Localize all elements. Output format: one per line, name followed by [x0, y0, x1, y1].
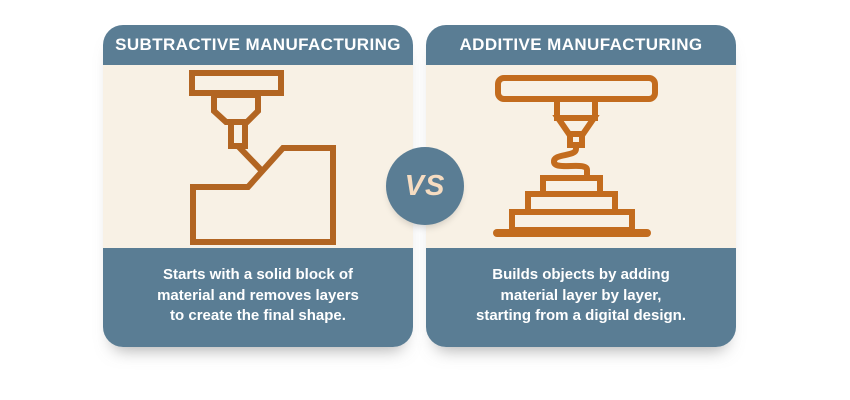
- subtractive-header: SUBTRACTIVE MANUFACTURING: [103, 25, 413, 65]
- vs-label: VS: [404, 169, 446, 202]
- additive-description-line: material layer by layer,: [500, 286, 662, 304]
- subtractive-description-line: material and removes layers: [157, 286, 359, 304]
- subtractive-description: Starts with a solid block of material an…: [103, 248, 413, 347]
- card-subtractive-manufacturing: SUBTRACTIVE MANUFACTURING Starts with a …: [103, 25, 413, 347]
- subtractive-body: [103, 65, 413, 248]
- additive-description-line: Builds objects by adding: [492, 266, 670, 283]
- subtractive-description-line: Starts with a solid block of: [162, 266, 354, 283]
- additive-header: ADDITIVE MANUFACTURING: [426, 25, 736, 65]
- 3d-printer-icon: [493, 75, 658, 237]
- additive-body: [426, 65, 736, 248]
- additive-description: Builds objects by adding material layer …: [426, 248, 736, 347]
- additive-title: ADDITIVE MANUFACTURING: [459, 35, 703, 54]
- card-additive-manufacturing: ADDITIVE MANUFACTURING: [426, 25, 736, 347]
- vs-badge: VS: [386, 147, 464, 225]
- additive-description-line: starting from a digital design.: [475, 307, 687, 324]
- subtractive-description-line: to create the final shape.: [170, 307, 346, 324]
- subtractive-title: SUBTRACTIVE MANUFACTURING: [115, 35, 401, 54]
- cnc-milling-machine-icon: [189, 70, 336, 245]
